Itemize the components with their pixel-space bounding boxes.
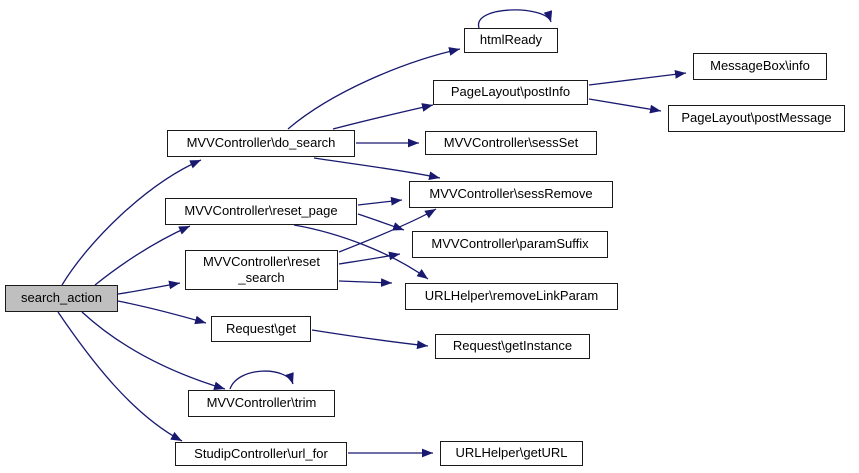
edge-reset_search-removeLinkParam xyxy=(338,278,393,287)
node-request_get[interactable]: Request\get xyxy=(211,316,311,342)
edge-search_action-reset_page xyxy=(94,225,191,286)
edge-postInfo-messagebox_info xyxy=(588,70,687,86)
node-postMessage[interactable]: PageLayout\postMessage xyxy=(668,105,845,132)
node-reset_page[interactable]: MVVController\reset_page xyxy=(165,198,357,225)
node-sessSet[interactable]: MVVController\sessSet xyxy=(425,131,597,155)
edge-search_action-url_for xyxy=(57,311,183,442)
node-trim[interactable]: MVVController\trim xyxy=(188,390,335,417)
node-reset_search[interactable]: MVVController\reset _search xyxy=(185,250,338,290)
edge-reset_search-paramSuffix xyxy=(338,251,401,265)
edge-reset_page-paramSuffix xyxy=(357,213,405,231)
node-htmlReady[interactable]: htmlReady xyxy=(464,28,558,53)
edge-trim-trim xyxy=(229,370,294,390)
node-sessRemove[interactable]: MVVController\sessRemove xyxy=(409,181,613,208)
edge-reset_page-sessRemove xyxy=(357,196,403,206)
edge-search_action-do_search xyxy=(61,159,202,286)
edge-search_action-reset_search xyxy=(117,280,181,295)
edge-postInfo-postMessage xyxy=(588,98,662,114)
node-url_for[interactable]: StudipController\url_for xyxy=(175,442,347,466)
node-getInstance[interactable]: Request\getInstance xyxy=(435,334,590,359)
node-removeLinkParam[interactable]: URLHelper\removeLinkParam xyxy=(405,283,618,310)
node-do_search[interactable]: MVVController\do_search xyxy=(167,130,355,157)
edge-reset_search-sessRemove xyxy=(338,208,437,253)
edge-search_action-request_get xyxy=(117,300,207,325)
edge-reset_page-removeLinkParam xyxy=(293,224,429,280)
edge-do_search-sessRemove xyxy=(313,157,441,181)
node-messagebox_info[interactable]: MessageBox\info xyxy=(693,53,827,80)
edge-do_search-postInfo xyxy=(332,103,434,130)
node-getURL[interactable]: URLHelper\getURL xyxy=(440,441,583,466)
edge-htmlReady-htmlReady xyxy=(478,9,553,29)
edge-request_get-getInstance xyxy=(311,329,429,350)
edge-search_action-trim xyxy=(81,311,226,391)
edge-do_search-htmlReady xyxy=(287,47,461,130)
node-postInfo[interactable]: PageLayout\postInfo xyxy=(433,80,588,105)
node-paramSuffix[interactable]: MVVController\paramSuffix xyxy=(412,231,608,258)
node-search_action: search_action xyxy=(5,285,118,312)
